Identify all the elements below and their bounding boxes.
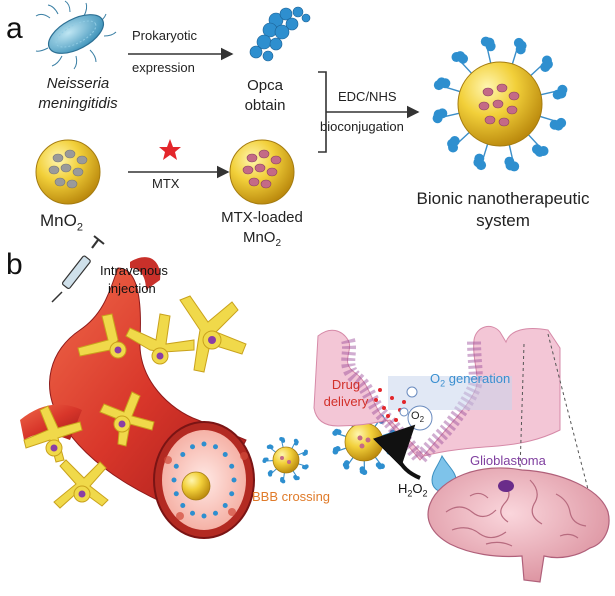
panel-b-label: b [6, 250, 23, 280]
bionic-system-label-2: system [398, 212, 608, 229]
brain-icon [428, 468, 609, 582]
bacterium-icon [36, 1, 116, 69]
o2-generation-label: O2 generation [430, 372, 510, 389]
obtain-label: obtain [230, 98, 300, 113]
mno2-particle-icon [36, 140, 100, 204]
h2o2-label: H2O2 [398, 482, 428, 499]
bioconjugation-label: bioconjugation [320, 120, 404, 133]
expression-label: expression [132, 61, 195, 74]
intravenous-label: Intravenous [100, 264, 168, 277]
mtx-star-icon [159, 139, 181, 160]
meningitidis-label: meningitidis [24, 96, 132, 111]
opca-label: Opca [230, 78, 300, 93]
o2-label: O2 [411, 411, 424, 424]
mtx-loaded-mno2-label: MnO2 [212, 230, 312, 249]
mtx-loaded-label: MTX-loaded [212, 210, 312, 225]
mno2-label: MnO2 [40, 212, 83, 233]
drug-label: Drug [316, 378, 376, 391]
glioblastoma-label: Glioblastoma [470, 454, 546, 467]
bionic-nanoparticle-icon [433, 37, 568, 172]
neisseria-label: Neisseria [32, 76, 124, 91]
mtx-loaded-particle-icon [230, 140, 294, 204]
injection-label: injection [108, 282, 156, 295]
delivery-label: delivery [316, 395, 376, 408]
bionic-system-label: Bionic nanotherapeutic [398, 190, 608, 207]
opca-protein-icon [250, 7, 310, 61]
mtx-label: MTX [152, 177, 179, 190]
merge-bracket [318, 72, 326, 152]
edc-nhs-label: EDC/NHS [338, 90, 397, 103]
bbb-crossing-label: BBB crossing [252, 490, 330, 503]
panel-a-label: a [6, 14, 23, 44]
syringe-icon [52, 236, 104, 302]
prokaryotic-label: Prokaryotic [132, 29, 197, 42]
